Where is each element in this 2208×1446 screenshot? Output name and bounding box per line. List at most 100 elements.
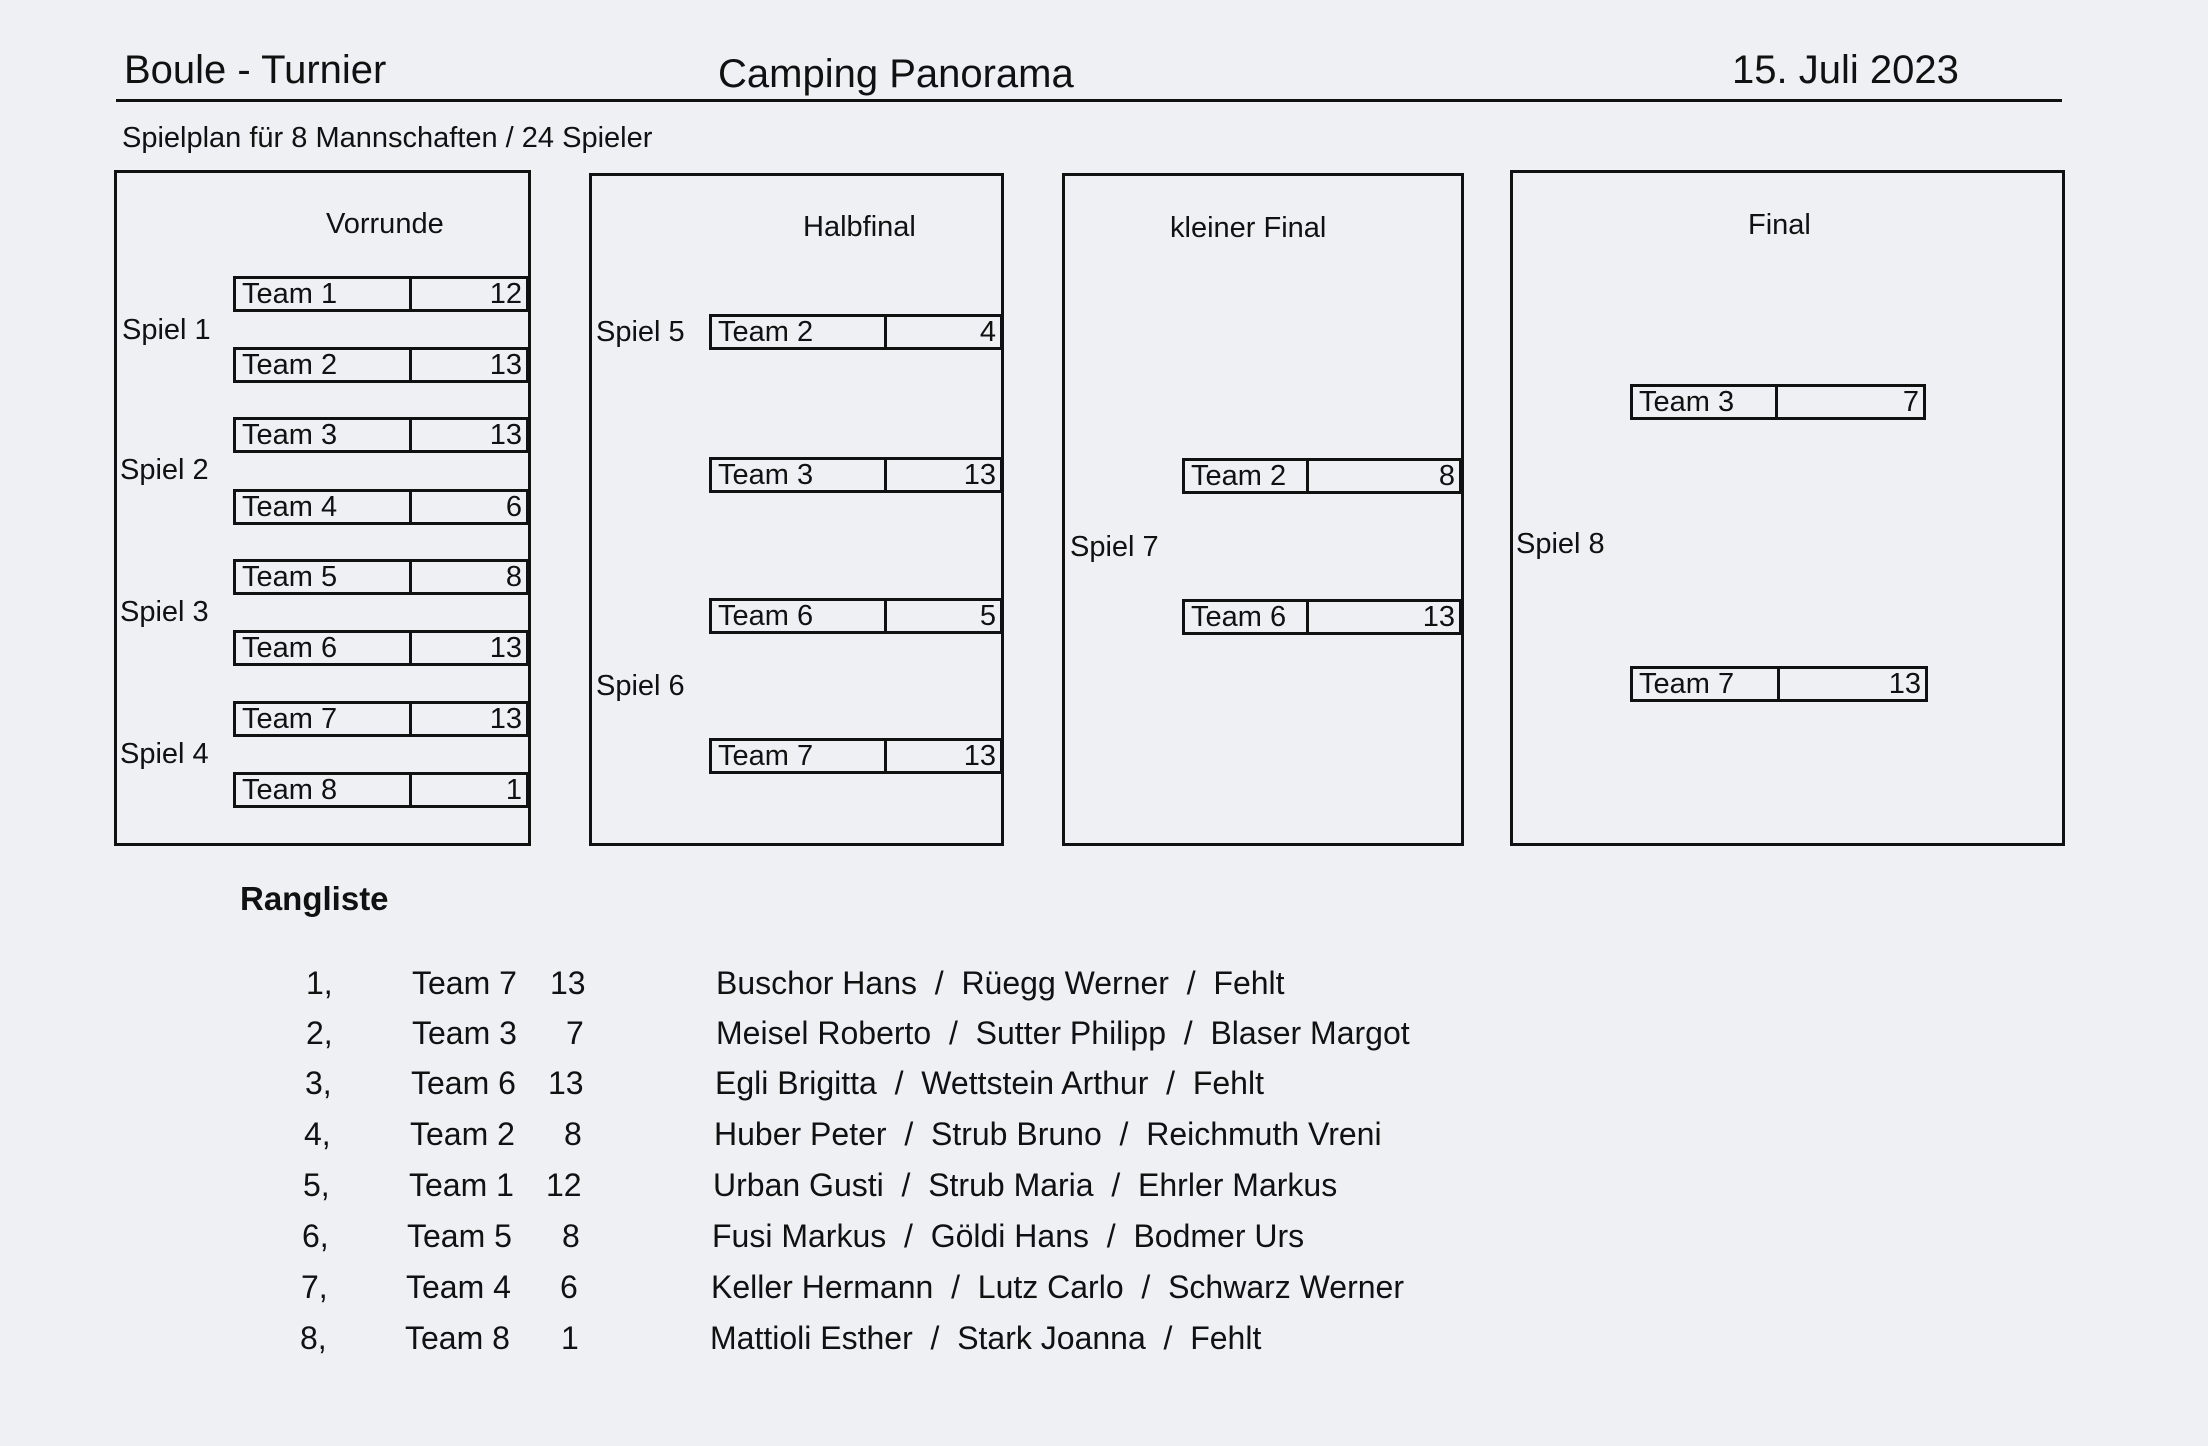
team-box: Team 7 13	[709, 738, 1003, 774]
team-name: Team 3	[1633, 386, 1778, 418]
team-score: 13	[963, 458, 996, 491]
rank-team: Team 1	[409, 1167, 514, 1203]
game-label: Spiel 7	[1070, 531, 1159, 563]
team-box: Team 6 5	[709, 598, 1003, 634]
team-box: Team 3 13	[709, 457, 1003, 493]
panel-final	[1510, 170, 2065, 846]
team-box: Team 2 8	[1182, 458, 1462, 494]
team-box: Team 3 13	[233, 417, 529, 453]
team-score: 13	[1422, 600, 1455, 633]
team-name: Team 6	[712, 600, 887, 632]
game-label: Spiel 1	[122, 314, 211, 346]
team-score: 8	[505, 560, 522, 593]
team-box: Team 5 8	[233, 559, 529, 595]
team-name: Team 8	[236, 774, 412, 806]
rank-team: Team 2	[410, 1116, 515, 1152]
game-label: Spiel 5	[596, 316, 685, 348]
rank-players: Keller Hermann / Lutz Carlo / Schwarz We…	[711, 1269, 1404, 1305]
team-box: Team 3 7	[1630, 384, 1926, 420]
team-name: Team 1	[236, 278, 412, 310]
rank-score: 1	[561, 1320, 579, 1356]
rank-players: Mattioli Esther / Stark Joanna / Fehlt	[710, 1320, 1262, 1356]
rank-number: 3,	[305, 1065, 332, 1101]
team-box: Team 7 13	[233, 701, 529, 737]
rank-number: 5,	[303, 1167, 330, 1203]
rank-score: 7	[566, 1015, 584, 1051]
team-box: Team 6 13	[1182, 599, 1462, 635]
game-label: Spiel 8	[1516, 528, 1605, 560]
team-box: Team 2 4	[709, 314, 1003, 350]
team-score: 13	[489, 348, 522, 381]
team-score: 4	[979, 315, 996, 348]
team-name: Team 7	[1633, 668, 1780, 700]
subtitle: Spielplan für 8 Mannschaften / 24 Spiele…	[122, 122, 653, 154]
rank-players: Urban Gusti / Strub Maria / Ehrler Marku…	[713, 1167, 1338, 1203]
rank-score: 6	[560, 1269, 578, 1305]
team-score: 13	[489, 631, 522, 664]
rank-number: 8,	[300, 1320, 327, 1356]
game-label: Spiel 4	[120, 738, 209, 770]
team-box: Team 2 13	[233, 347, 529, 383]
rank-number: 7,	[301, 1269, 328, 1305]
panel-kleiner-final	[1062, 173, 1464, 846]
team-name: Team 6	[236, 632, 412, 664]
round-title-kleiner-final: kleiner Final	[1170, 212, 1327, 244]
rank-players: Fusi Markus / Göldi Hans / Bodmer Urs	[712, 1218, 1305, 1254]
team-name: Team 7	[712, 740, 887, 772]
rank-number: 2,	[306, 1015, 333, 1051]
rank-team: Team 6	[411, 1065, 516, 1101]
team-score: 13	[489, 418, 522, 451]
rank-score: 8	[564, 1116, 582, 1152]
rank-score: 8	[562, 1218, 580, 1254]
team-score: 13	[1888, 667, 1921, 700]
rank-number: 1,	[306, 965, 333, 1001]
panel-vorrunde	[114, 170, 531, 846]
team-name: Team 5	[236, 561, 412, 593]
team-box: Team 8 1	[233, 772, 529, 808]
team-score: 6	[505, 490, 522, 523]
rank-score: 13	[548, 1065, 584, 1101]
team-score: 1	[505, 773, 522, 806]
game-label: Spiel 6	[596, 670, 685, 702]
date-label: 15. Juli 2023	[1732, 48, 1959, 92]
team-score: 13	[963, 739, 996, 772]
rank-number: 6,	[302, 1218, 329, 1254]
rank-number: 4,	[304, 1116, 331, 1152]
round-title-halbfinal: Halbfinal	[803, 211, 916, 243]
header-rule	[116, 99, 2062, 102]
rank-players: Huber Peter / Strub Bruno / Reichmuth Vr…	[714, 1116, 1382, 1152]
team-name: Team 3	[712, 459, 887, 491]
rank-team: Team 8	[405, 1320, 510, 1356]
team-name: Team 6	[1185, 601, 1309, 633]
team-name: Team 2	[236, 349, 412, 381]
team-name: Team 4	[236, 491, 412, 523]
rank-players: Egli Brigitta / Wettstein Arthur / Fehlt	[715, 1065, 1264, 1101]
team-name: Team 7	[236, 703, 412, 735]
game-label: Spiel 3	[120, 596, 209, 628]
team-score: 7	[1902, 385, 1919, 418]
round-title-vorrunde: Vorrunde	[326, 208, 444, 240]
team-name: Team 3	[236, 419, 412, 451]
venue-title: Camping Panorama	[718, 52, 1074, 96]
rank-score: 13	[550, 965, 586, 1001]
panel-halbfinal	[589, 173, 1004, 846]
rank-score: 12	[546, 1167, 582, 1203]
rank-players: Meisel Roberto / Sutter Philipp / Blaser…	[716, 1015, 1410, 1051]
game-label: Spiel 2	[120, 454, 209, 486]
rank-team: Team 4	[406, 1269, 511, 1305]
team-box: Team 1 12	[233, 276, 529, 312]
team-name: Team 2	[1185, 460, 1309, 492]
rank-players: Buschor Hans / Rüegg Werner / Fehlt	[716, 965, 1285, 1001]
team-box: Team 4 6	[233, 489, 529, 525]
team-score: 5	[979, 599, 996, 632]
team-box: Team 6 13	[233, 630, 529, 666]
rank-team: Team 5	[407, 1218, 512, 1254]
rank-team: Team 3	[412, 1015, 517, 1051]
team-score: 13	[489, 702, 522, 735]
team-score: 8	[1438, 459, 1455, 492]
round-title-final: Final	[1748, 209, 1811, 241]
team-score: 12	[489, 277, 522, 310]
team-box: Team 7 13	[1630, 666, 1928, 702]
team-name: Team 2	[712, 316, 887, 348]
